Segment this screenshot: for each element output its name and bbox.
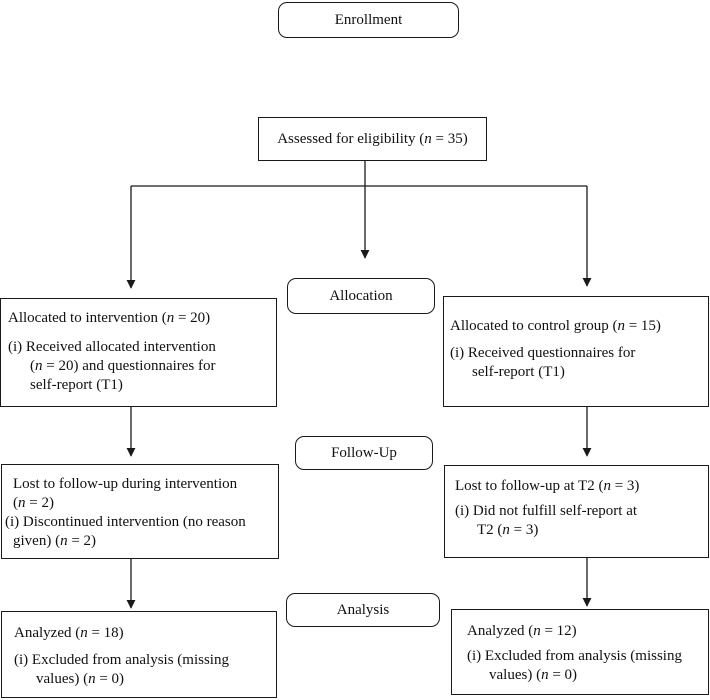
stage-allocation-label: Allocation	[329, 287, 393, 304]
control-allocation-box: Allocated to control group (n = 15) (i) …	[443, 296, 709, 407]
control-excluded-line-2: values) (n = 0)	[489, 667, 578, 683]
stage-allocation: Allocation	[287, 278, 435, 314]
stage-followup: Follow-Up	[295, 436, 433, 470]
control-allocated-text: Allocated to control group (n = 15)	[450, 318, 661, 334]
control-analysis-box: Analyzed (n = 12) (i) Excluded from anal…	[451, 609, 709, 695]
intervention-allocation-box: Allocated to intervention (n = 20) (i) R…	[0, 298, 277, 407]
intervention-received-line-2: (n = 20) and questionnaires for	[30, 358, 216, 374]
control-analyzed-text: Analyzed (n = 12)	[467, 623, 577, 639]
control-notfulfill-line-1: (i) Did not fulfill self-report at	[455, 503, 638, 519]
intervention-excluded-line-1: (i) Excluded from analysis (missing	[14, 652, 229, 668]
stage-followup-label: Follow-Up	[331, 444, 397, 461]
control-excluded-line-1: (i) Excluded from analysis (missing	[467, 648, 682, 664]
intervention-received-line-1: (i) Received allocated intervention	[8, 339, 216, 355]
stage-analysis: Analysis	[286, 593, 440, 627]
intervention-discontinued-line-2: given) (n = 2)	[13, 533, 97, 549]
eligibility-box: Assessed for eligibility (n = 35)	[258, 117, 487, 161]
intervention-received-line-3: self-report (T1)	[30, 377, 123, 393]
intervention-followup-box: Lost to follow-up during intervention (n…	[1, 464, 279, 559]
control-followup-box: Lost to follow-up at T2 (n = 3) (i) Did …	[444, 465, 709, 558]
intervention-analysis-box: Analyzed (n = 18) (i) Excluded from anal…	[1, 611, 277, 698]
stage-enrollment-label: Enrollment	[334, 11, 403, 28]
control-received-line-2: self-report (T1)	[472, 364, 565, 380]
control-lost-text: Lost to follow-up at T2 (n = 3)	[455, 478, 640, 494]
eligibility-text: Assessed for eligibility (n = 35)	[277, 130, 468, 147]
intervention-lost-n: (n = 2)	[13, 495, 54, 511]
intervention-excluded-line-2: values) (n = 0)	[36, 671, 125, 687]
control-received-line-1: (i) Received questionnaires for	[450, 345, 636, 361]
stage-analysis-label: Analysis	[336, 601, 390, 618]
control-notfulfill-line-2: T2 (n = 3)	[477, 522, 539, 538]
intervention-analyzed-text: Analyzed (n = 18)	[14, 625, 124, 641]
intervention-lost-text: Lost to follow-up during intervention	[13, 476, 238, 492]
intervention-discontinued-line-1: (i) Discontinued intervention (no reason	[5, 514, 246, 530]
intervention-allocated-text: Allocated to intervention (n = 20)	[8, 310, 211, 326]
stage-enrollment: Enrollment	[278, 2, 459, 38]
